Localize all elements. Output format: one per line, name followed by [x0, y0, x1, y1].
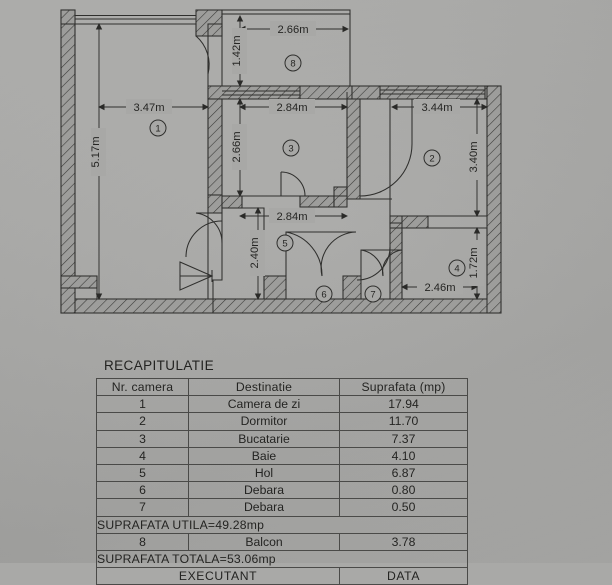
table-row: 7 Debara 0.50 [96, 498, 468, 517]
cell-nr: 7 [96, 498, 189, 517]
dim-label-3-40m: 3.40m [468, 134, 484, 180]
table-row: 4 Baie 4.10 [96, 446, 468, 466]
cell-nr: 4 [96, 446, 189, 466]
walls [60, 9, 502, 314]
data-label: DATA [339, 567, 468, 585]
recapitulatie-heading: RECAPITULATIE [104, 358, 214, 373]
svg-text:2.66m: 2.66m [277, 24, 308, 36]
cell-nr: 5 [96, 464, 189, 483]
dim-label-2-66m-balcony: 2.66m [270, 21, 316, 36]
cell-nr: 2 [96, 412, 189, 431]
svg-text:1.72m: 1.72m [468, 247, 480, 278]
cell-suprafata: 17.94 [339, 395, 468, 414]
dim-label-1-72m: 1.72m [468, 240, 484, 286]
room-number-markers: 1 2 3 4 5 [149, 54, 466, 303]
dim-label-2-66m-kitchen: 2.66m [231, 124, 247, 170]
svg-text:2.84m: 2.84m [276, 211, 307, 223]
cell-destinatie: Bucatarie [188, 429, 340, 448]
dim-label-3-47m: 3.47m [126, 99, 172, 114]
table-row: 3 Bucatarie 7.37 [96, 429, 468, 448]
doors [185, 35, 413, 281]
cell-destinatie: Camera de zi [188, 395, 340, 414]
cell-suprafata: 3.78 [339, 532, 468, 552]
room-schedule-table: Nr. camera Destinatie Suprafata (mp) 1 C… [96, 377, 468, 585]
cell-nr: 1 [96, 395, 189, 414]
cell-suprafata: 0.80 [339, 481, 468, 500]
room-marker-6: 6 [315, 285, 333, 303]
dim-label-2-46m: 2.46m [417, 279, 463, 294]
signature-row: EXECUTANT DATA [96, 567, 468, 585]
cell-suprafata: 0.50 [339, 498, 468, 517]
cell-suprafata: 4.10 [339, 446, 468, 466]
svg-text:2.66m: 2.66m [231, 131, 243, 162]
cell-destinatie: Dormitor [188, 412, 340, 431]
suprafata-utila-row: SUPRAFATA UTILA=49.28mp [96, 515, 468, 534]
table-header-row: Nr. camera Destinatie Suprafata (mp) [96, 377, 468, 397]
svg-text:6: 6 [321, 290, 326, 301]
svg-text:1.42m: 1.42m [231, 35, 243, 66]
suprafata-utila-value: SUPRAFATA UTILA=49.28mp [96, 515, 468, 534]
room-marker-1: 1 [149, 119, 167, 137]
dim-label-2-40m: 2.40m [249, 230, 265, 276]
cell-destinatie: Hol [188, 464, 340, 483]
svg-text:2.84m: 2.84m [276, 102, 307, 114]
table-row: 6 Debara 0.80 [96, 481, 468, 500]
svg-text:2.46m: 2.46m [424, 282, 455, 294]
dim-label-2-84m-kitchen: 2.84m [269, 99, 315, 114]
cell-nr: 8 [96, 532, 189, 552]
floor-plan: 3.47m 5.17m 2.66m 1.42m 2.84m [60, 9, 502, 314]
dim-label-3-44m: 3.44m [414, 99, 460, 114]
svg-text:5.17m: 5.17m [90, 136, 102, 167]
suprafata-totala-value: SUPRAFATA TOTALA=53.06mp [96, 550, 468, 569]
cell-destinatie: Debara [188, 498, 340, 517]
entry-arrow [179, 261, 214, 291]
room-outlines [74, 13, 488, 300]
svg-text:1: 1 [155, 124, 160, 135]
room-marker-7: 7 [364, 285, 382, 303]
windows [75, 14, 485, 99]
header-destinatie: Destinatie [188, 377, 340, 397]
balcon-row: 8 Balcon 3.78 [96, 532, 468, 552]
dim-label-2-84m-hall: 2.84m [269, 208, 315, 223]
executant-label: EXECUTANT [96, 567, 340, 585]
recapitulatie-section: RECAPITULATIE Nr. camera Destinatie Supr… [0, 348, 612, 585]
table-row: 2 Dormitor 11.70 [96, 412, 468, 431]
floor-plan-drawing: 3.47m 5.17m 2.66m 1.42m 2.84m [60, 9, 502, 314]
cell-nr: 3 [96, 429, 189, 448]
dim-label-5-17m: 5.17m [90, 128, 106, 176]
cell-destinatie: Balcon [188, 532, 340, 552]
room-marker-4: 4 [448, 259, 466, 277]
svg-text:8: 8 [290, 59, 295, 70]
header-nr-camera: Nr. camera [96, 377, 189, 397]
cell-destinatie: Baie [188, 446, 340, 466]
table-row: 5 Hol 6.87 [96, 464, 468, 483]
svg-text:7: 7 [370, 290, 375, 301]
cell-suprafata: 6.87 [339, 464, 468, 483]
svg-text:3: 3 [288, 144, 293, 155]
cell-destinatie: Debara [188, 481, 340, 500]
svg-text:4: 4 [454, 264, 459, 275]
svg-text:5: 5 [282, 239, 287, 250]
dim-label-1-42m: 1.42m [231, 28, 247, 74]
cell-nr: 6 [96, 481, 189, 500]
svg-text:2: 2 [429, 154, 434, 165]
header-suprafata: Suprafata (mp) [339, 377, 468, 397]
table-row: 1 Camera de zi 17.94 [96, 395, 468, 414]
room-marker-3: 3 [282, 139, 300, 157]
room-marker-5: 5 [276, 234, 294, 252]
svg-text:3.44m: 3.44m [421, 102, 452, 114]
svg-text:3.47m: 3.47m [133, 102, 164, 114]
suprafata-totala-row: SUPRAFATA TOTALA=53.06mp [96, 550, 468, 569]
room-marker-8: 8 [284, 54, 302, 72]
svg-text:3.40m: 3.40m [468, 141, 480, 172]
room-marker-2: 2 [423, 149, 441, 167]
svg-text:2.40m: 2.40m [249, 237, 261, 268]
cell-suprafata: 11.70 [339, 412, 468, 431]
cell-suprafata: 7.37 [339, 429, 468, 448]
